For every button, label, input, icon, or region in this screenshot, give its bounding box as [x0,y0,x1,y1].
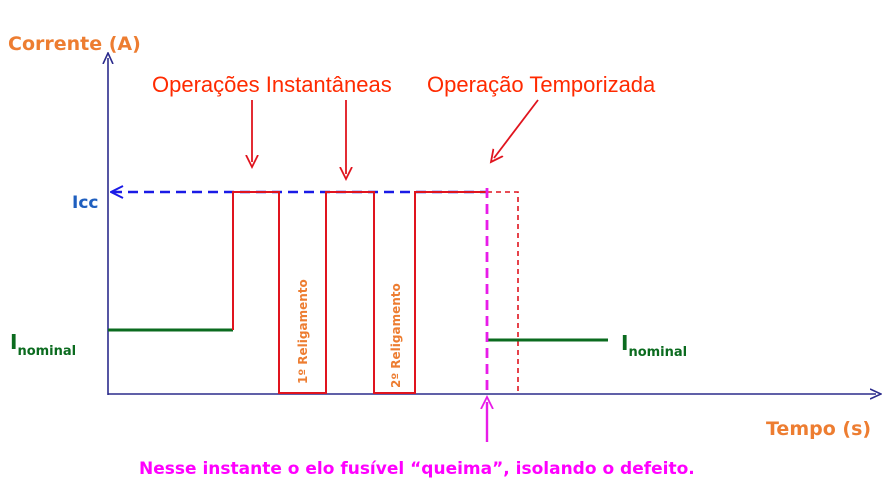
reclose-1-label: 1º Religamento [296,279,310,384]
timed-op-arrow [494,99,539,158]
timed-op-dashed [487,191,519,393]
x-axis-label: Tempo (s) [766,418,871,440]
i-nominal-right: Inominal [621,331,687,360]
timed-op-label: Operação Temporizada [427,72,656,97]
reclose-2-label: 2º Religamento [389,283,403,388]
current-waveform [232,191,487,394]
instant-ops-label: Operações Instantâneas [152,72,392,97]
i-nominal-left: Inominal [10,330,76,359]
icc-label: Icc [72,193,98,213]
fuse-note: Nesse instante o elo fusível “queima”, i… [139,459,695,479]
y-axis-label: Corrente (A) [8,33,141,55]
